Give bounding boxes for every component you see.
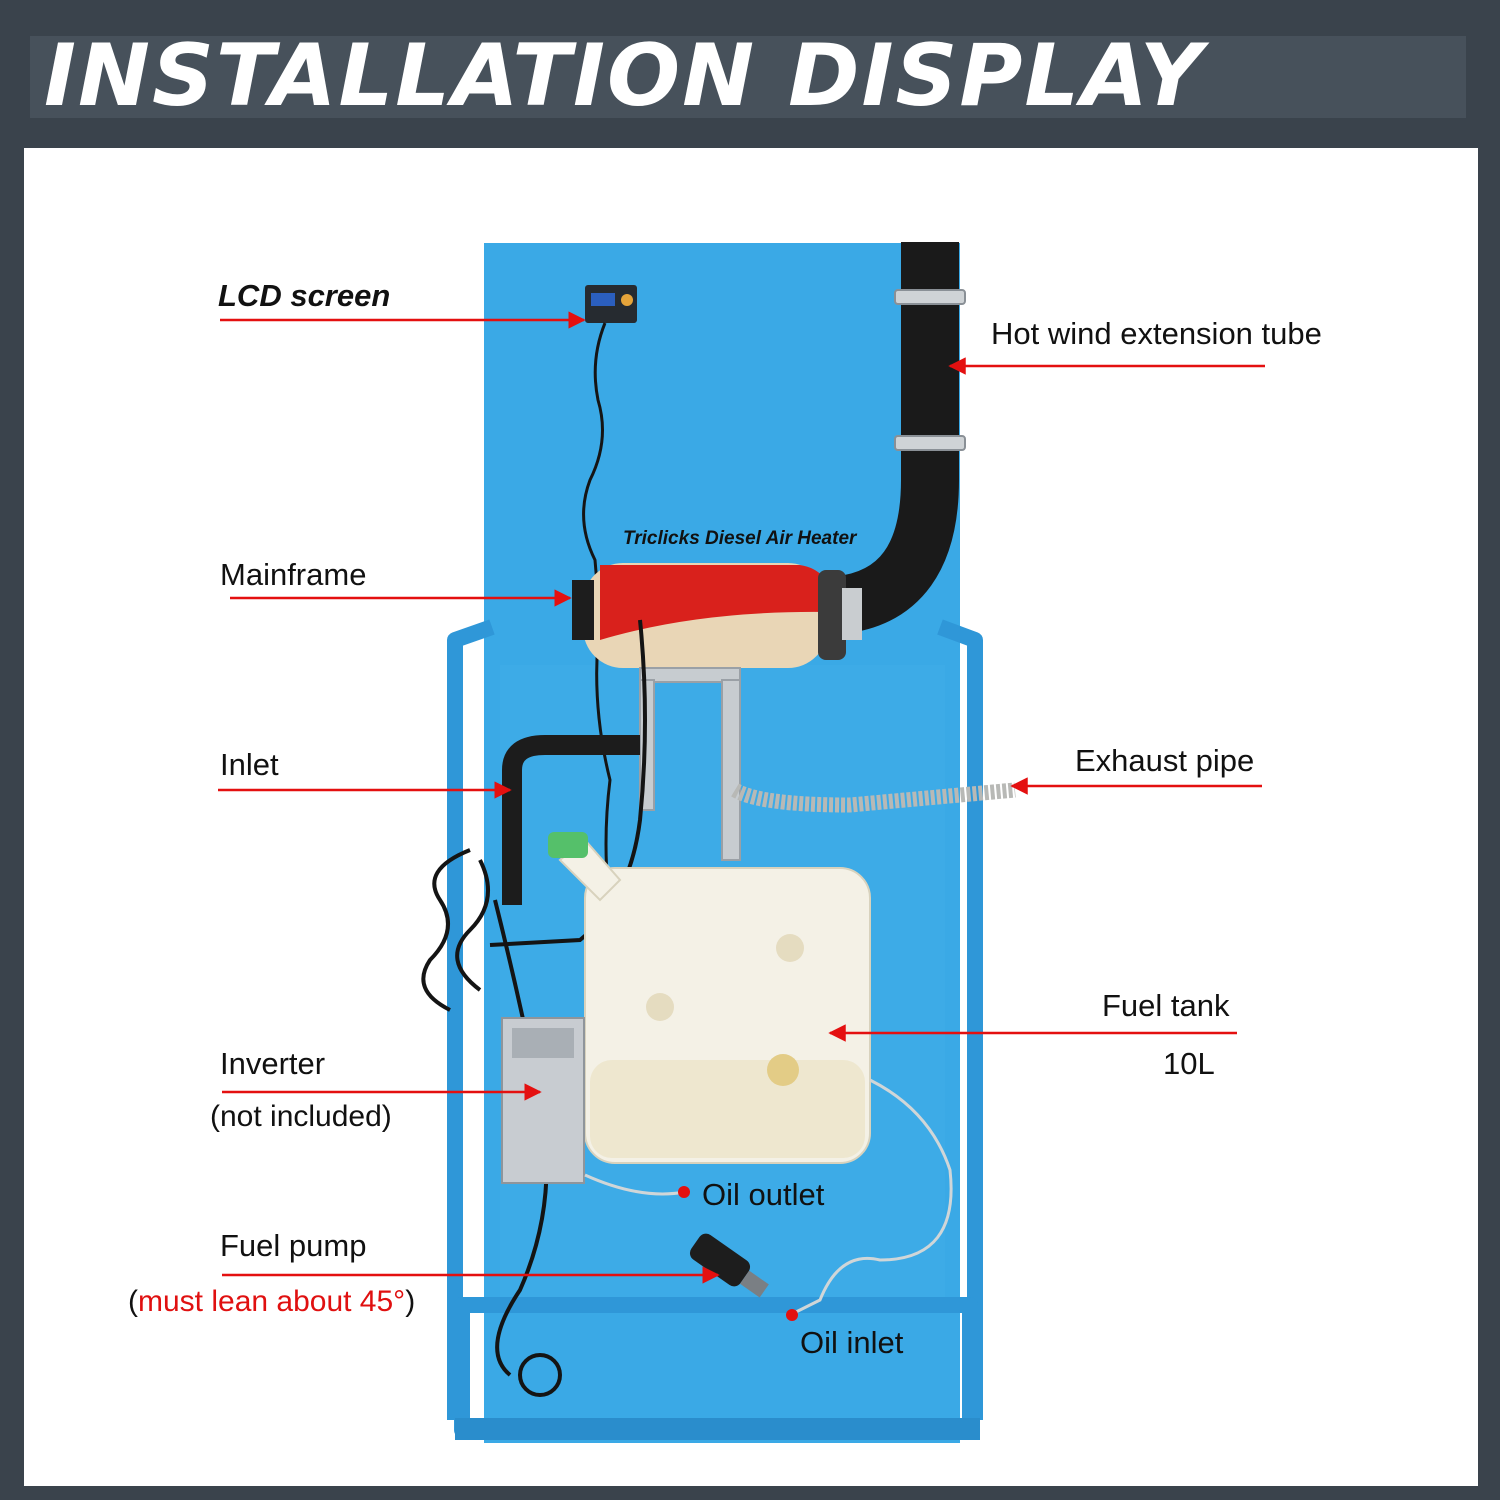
oil-inlet-label: Oil inlet <box>800 1325 904 1360</box>
fuel-pump-device <box>689 1233 769 1298</box>
lcd-cable <box>582 322 617 941</box>
power-plug <box>518 1353 562 1397</box>
brand-label: Triclicks Diesel Air Heater <box>623 528 857 549</box>
tube-clamps <box>894 289 966 451</box>
mainframe-label: Mainframe <box>220 557 367 592</box>
lcd-screen-label: LCD screen <box>218 278 391 313</box>
fuel-pump-note-open: ( <box>128 1285 138 1318</box>
fuel-pump-label: Fuel pump <box>220 1228 367 1263</box>
fuel-tank <box>548 832 871 1164</box>
fuel-pump-note: (must lean about 45°) <box>128 1285 415 1319</box>
fuel-lines <box>584 1078 953 1317</box>
header-bar <box>30 36 1466 118</box>
oil-inlet-dot <box>786 1309 798 1321</box>
oil-outlet-label: Oil outlet <box>702 1177 825 1212</box>
lcd-screen-device <box>585 285 637 323</box>
heater-mainframe <box>572 563 862 668</box>
fuel-tank-label: Fuel tank <box>1102 988 1230 1023</box>
oil-outlet-dot <box>678 1186 690 1198</box>
fuel-tank-capacity: 10L <box>1163 1046 1215 1081</box>
stand-base <box>455 1418 980 1440</box>
fuel-pump-warning: must lean about 45° <box>138 1285 406 1318</box>
page-title: INSTALLATION DISPLAY <box>44 26 1205 126</box>
exhaust-pipe <box>731 782 1016 813</box>
inverter-device <box>501 1017 585 1184</box>
inlet-label: Inlet <box>220 747 279 782</box>
inverter-note: (not included) <box>210 1100 392 1133</box>
inlet-pipe <box>502 735 640 905</box>
exhaust-pipe-label: Exhaust pipe <box>1075 743 1255 778</box>
inverter-label: Inverter <box>220 1046 326 1081</box>
fuel-pump-note-close: ) <box>405 1285 416 1318</box>
header: INSTALLATION DISPLAY <box>0 0 1500 148</box>
hot-wind-tube-label: Hot wind extension tube <box>991 316 1322 351</box>
